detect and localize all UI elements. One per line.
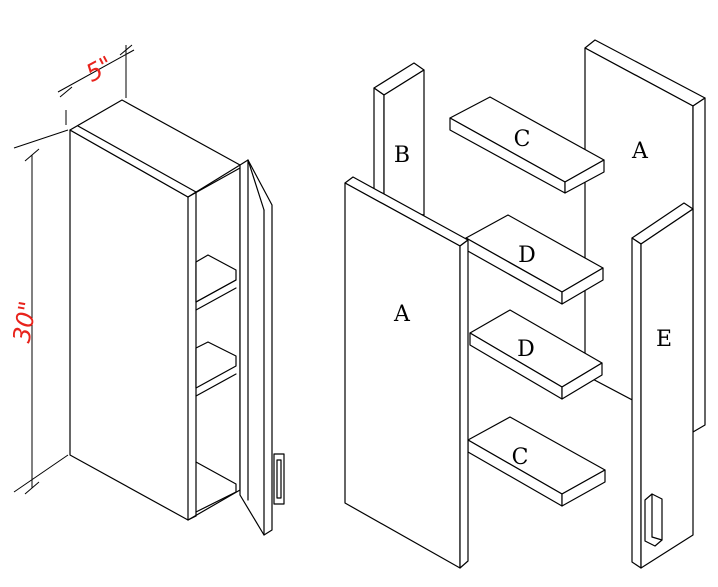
part-b: B <box>373 62 425 216</box>
part-a-back-label: A <box>631 139 649 164</box>
cabinet-shelf-upper <box>195 254 237 303</box>
dimension-depth <box>57 44 135 125</box>
part-a-left: A <box>344 176 469 569</box>
part-d-lower-label: D <box>517 337 535 362</box>
part-c-top: C <box>449 96 605 194</box>
part-e-label: E <box>656 327 672 352</box>
dimension-height <box>13 129 69 495</box>
part-c-top-label: C <box>514 127 531 152</box>
part-c-bottom-label: C <box>512 445 529 470</box>
height-label: 30" <box>8 299 43 345</box>
part-a-left-label: A <box>393 302 411 327</box>
part-d-lower: D <box>469 309 603 400</box>
cabinet-door <box>239 159 273 536</box>
part-d-upper: D <box>465 214 604 305</box>
door-handle <box>273 453 285 505</box>
part-e-door: E <box>631 202 694 569</box>
part-b-label: B <box>394 143 410 168</box>
door-e-handle <box>644 493 663 547</box>
assembled-cabinet <box>69 99 285 536</box>
cabinet-side-front <box>69 129 189 521</box>
part-d-upper-label: D <box>518 243 536 268</box>
depth-label: 5" <box>81 51 117 88</box>
cabinet-shelf-middle <box>195 341 237 389</box>
part-c-bottom: C <box>467 416 606 507</box>
